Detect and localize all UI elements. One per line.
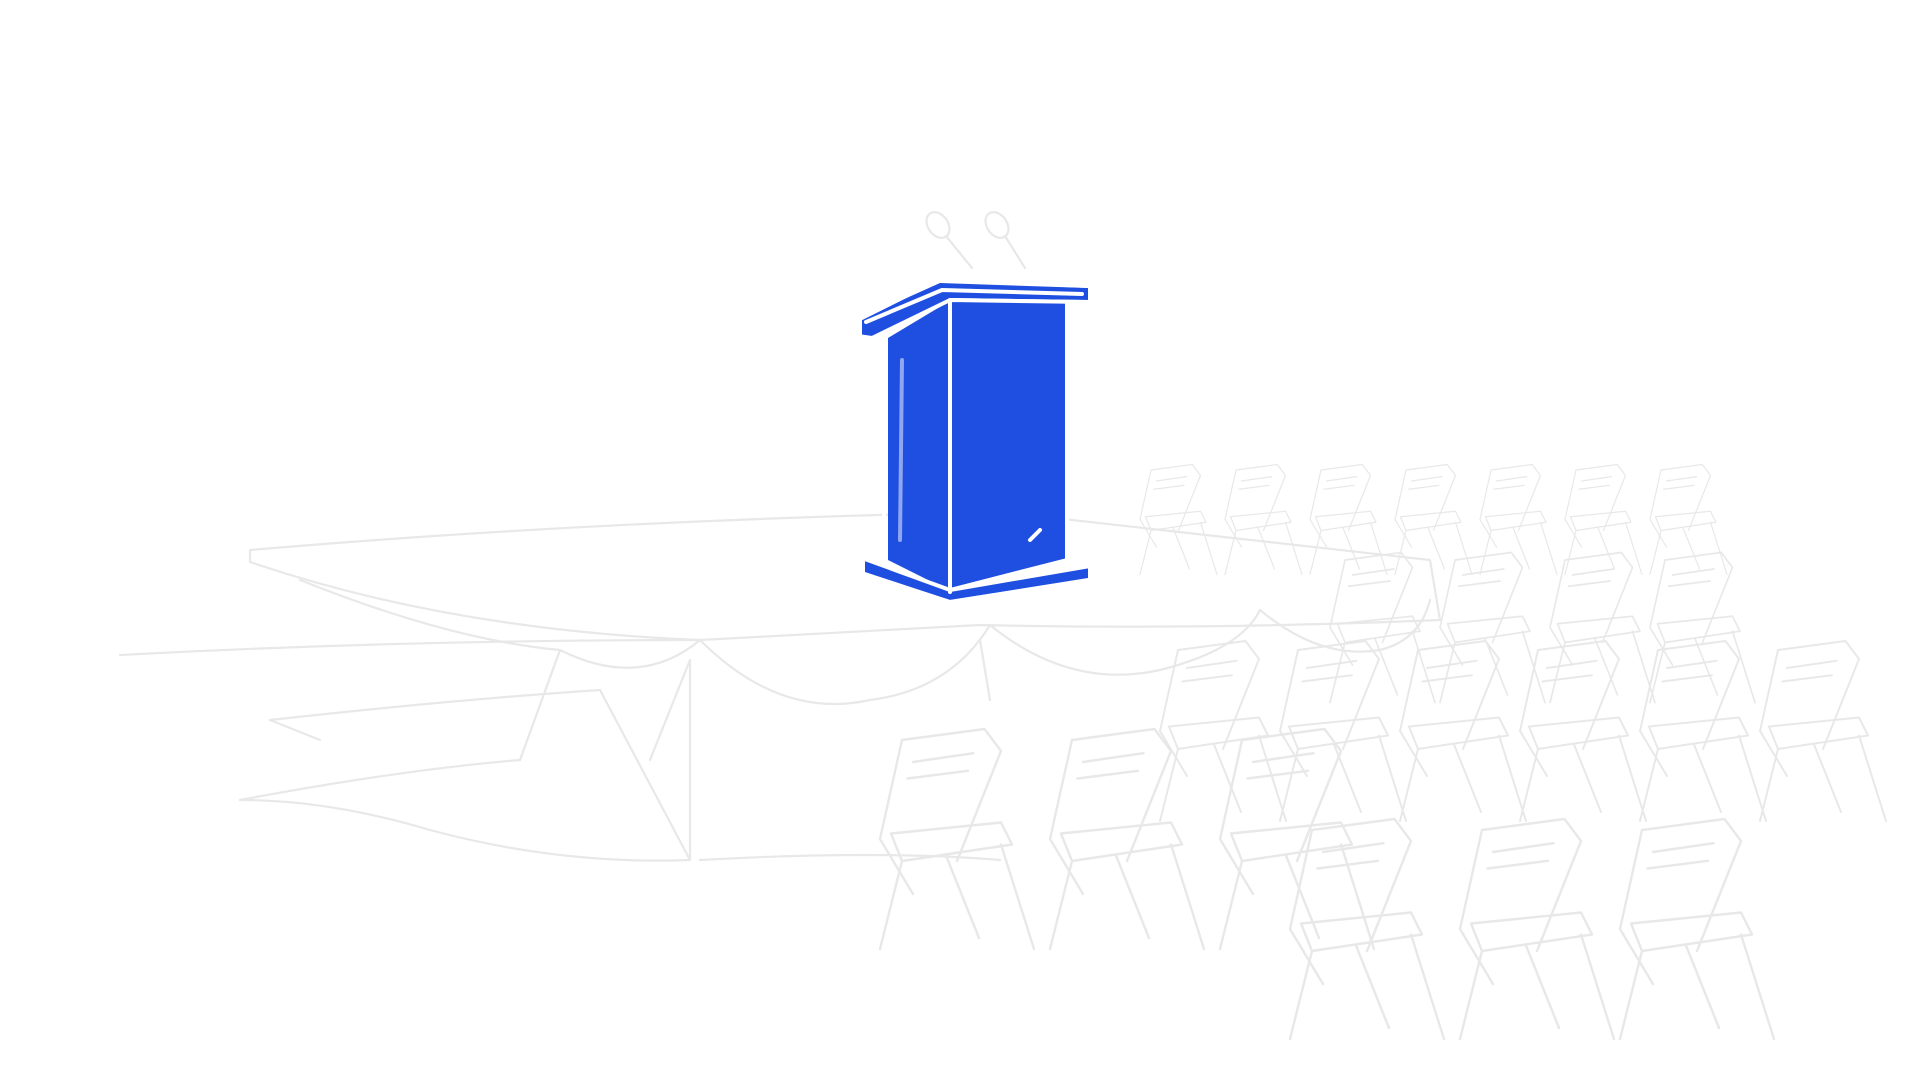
folding-chair-icon xyxy=(1458,817,1616,1041)
folding-chair-icon xyxy=(1549,551,1656,704)
folding-chair-icon xyxy=(1618,817,1776,1041)
podium-icon xyxy=(856,278,1092,604)
folding-chair-icon xyxy=(1439,551,1546,704)
folding-chair-icon xyxy=(1048,727,1206,951)
folding-chair-icon xyxy=(1224,463,1303,576)
folding-chair-icon xyxy=(1329,551,1436,704)
microphone-icon xyxy=(925,211,1027,270)
chairs-group xyxy=(878,463,1887,1041)
folding-chair-icon xyxy=(1399,640,1527,822)
folding-chair-icon xyxy=(1309,463,1388,576)
folding-chair-icon xyxy=(878,727,1036,951)
folding-chair-icon xyxy=(1279,640,1407,822)
folding-chair-icon xyxy=(1288,817,1446,1041)
folding-chair-icon xyxy=(1759,640,1887,822)
folding-chair-icon xyxy=(1649,551,1756,704)
folding-chair-icon xyxy=(1139,463,1218,576)
bunting-icon xyxy=(298,578,1432,762)
folding-chair-icon xyxy=(1564,463,1643,576)
folding-chair-icon xyxy=(1519,640,1647,822)
stage-icon xyxy=(118,510,1442,862)
folding-chair-icon xyxy=(1649,463,1728,576)
folding-chair-icon xyxy=(1159,640,1287,822)
folding-chair-icon xyxy=(1639,640,1767,822)
folding-chair-icon xyxy=(1479,463,1558,576)
folding-chair-icon xyxy=(1218,727,1376,951)
